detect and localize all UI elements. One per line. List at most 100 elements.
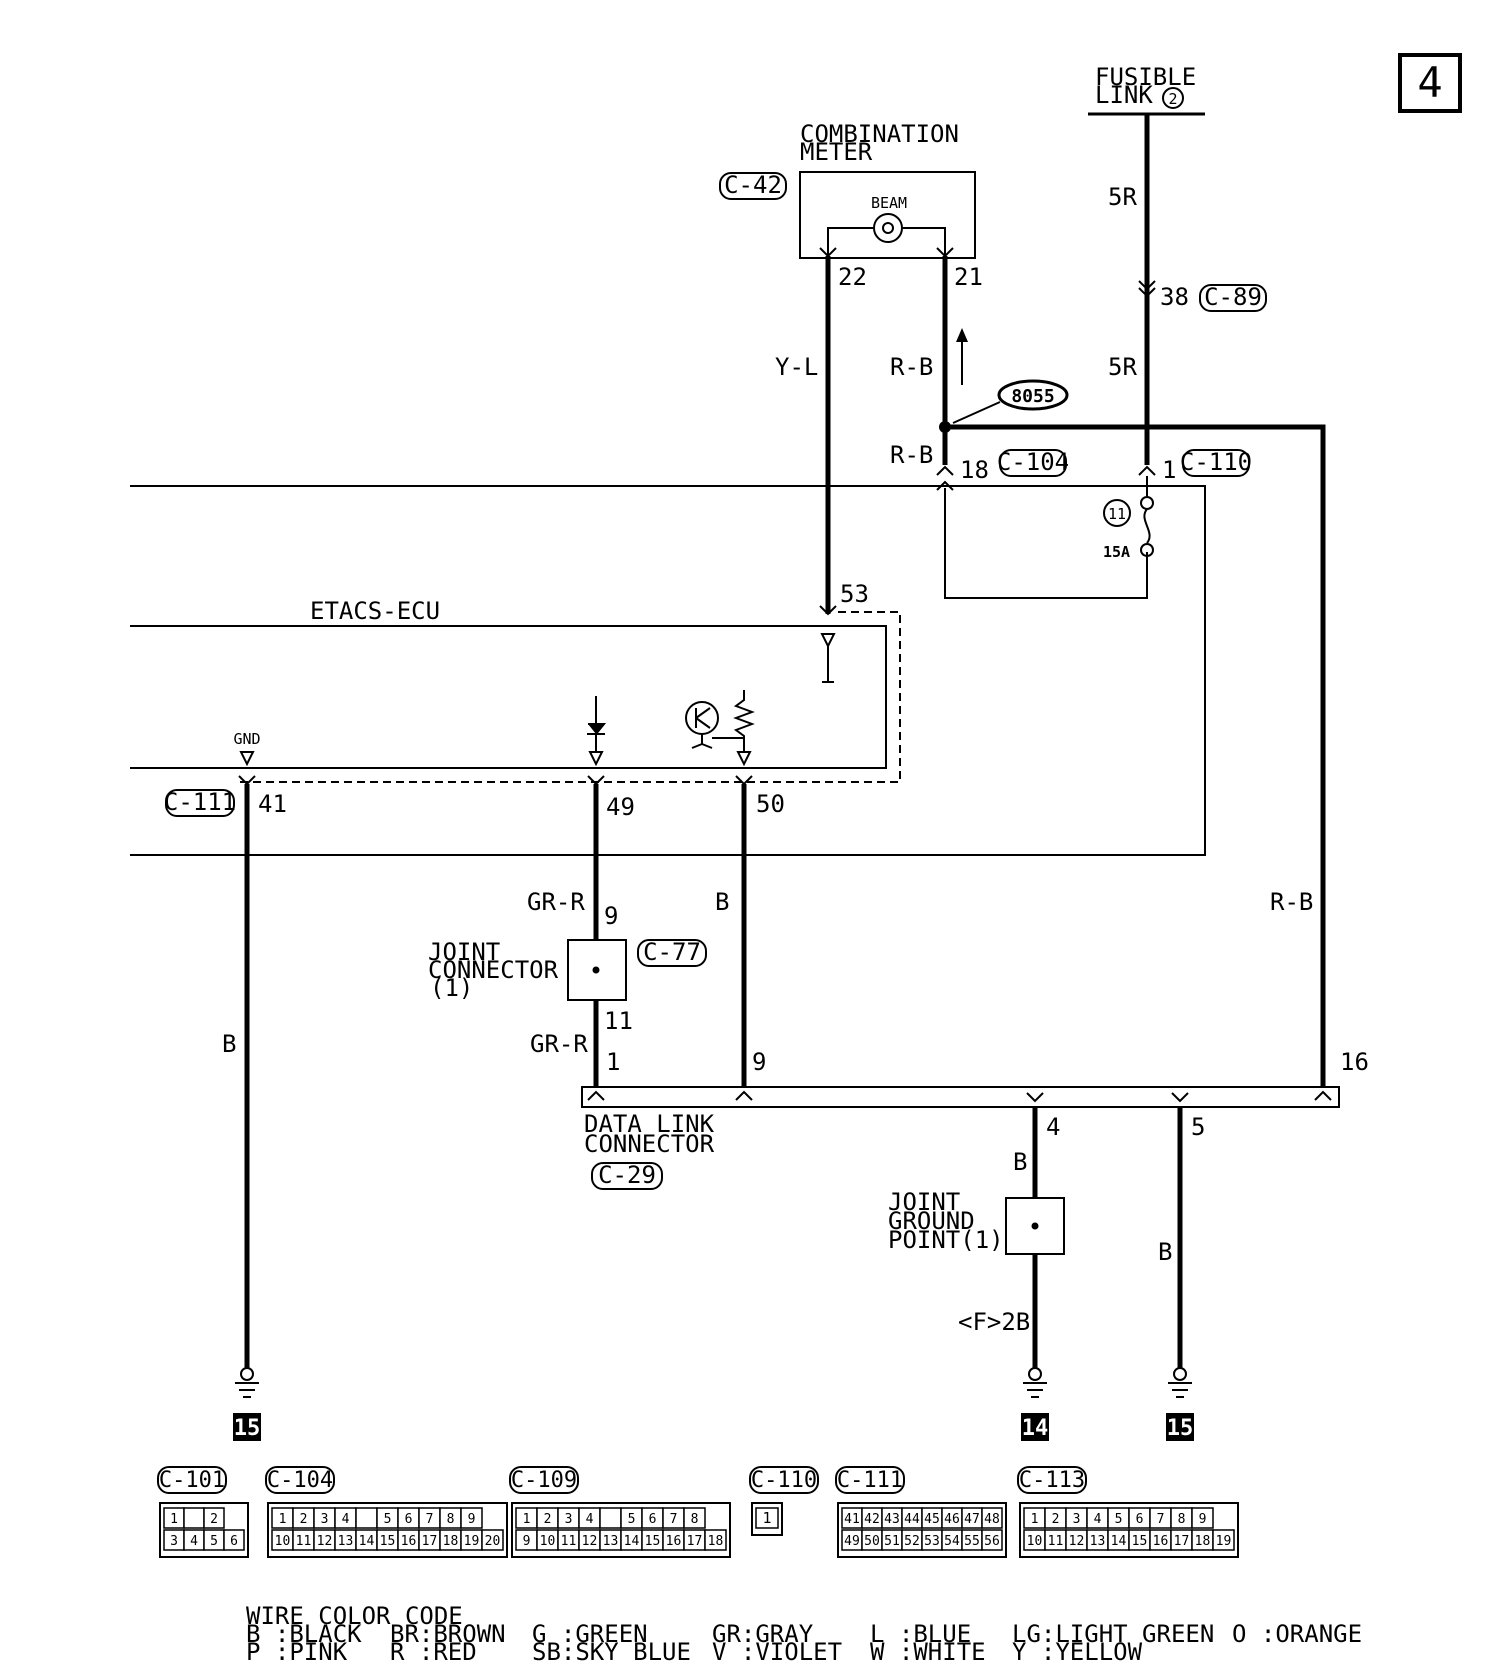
connector-view-pin: 4 xyxy=(342,1512,350,1527)
page-number-box xyxy=(1398,53,1462,113)
current-flow-arrowhead-icon xyxy=(956,328,968,342)
wire-5r-upper-label: 5R xyxy=(1108,183,1137,211)
connector-view-pin: 12 xyxy=(1069,1534,1085,1549)
connector-view-pin: 8 xyxy=(691,1512,699,1527)
connector-view-pin: 2 xyxy=(300,1512,308,1527)
connector-view-pin: 2 xyxy=(544,1512,552,1527)
dlc-pin-16: 16 xyxy=(1340,1048,1369,1076)
splice-8055-leader xyxy=(952,401,1001,424)
wire-5r-lower-label: 5R xyxy=(1108,353,1137,381)
dlc-pin-1: 1 xyxy=(606,1048,620,1076)
c42-pin-22: 22 xyxy=(838,263,867,291)
beam-indicator-wiring xyxy=(827,227,946,255)
legend-entry: BR:BROWN xyxy=(390,1620,506,1648)
connector-view-pin: 8 xyxy=(447,1512,455,1527)
connector-view-pin: 7 xyxy=(1157,1512,1165,1527)
connector-view-pin: 12 xyxy=(582,1534,598,1549)
etacs-pin-49: 49 xyxy=(606,793,635,821)
connector-view-pin: 52 xyxy=(904,1534,920,1549)
connector-view-tag: C-101 xyxy=(159,1468,225,1493)
c89-connector-symbol xyxy=(1138,280,1156,298)
connector-view-pin: 3 xyxy=(321,1512,329,1527)
c104-pin-symbol xyxy=(936,465,954,491)
connector-view-pin: 8 xyxy=(1178,1512,1186,1527)
wire-rb-dlc16 xyxy=(945,424,1326,1087)
connector-view-tag: C-110 xyxy=(751,1468,817,1493)
wire-b-dlc4-label: B xyxy=(1013,1148,1027,1176)
connector-view-pin: 7 xyxy=(670,1512,678,1527)
connector-view-pin: 11 xyxy=(296,1534,312,1549)
connector-view-pin: 55 xyxy=(964,1534,980,1549)
connector-view-pin: 1 xyxy=(762,1509,771,1527)
legend-entry: B :BLACK xyxy=(246,1620,362,1648)
connector-view-pin: 13 xyxy=(338,1534,354,1549)
dlc-pin-9: 9 xyxy=(752,1048,766,1076)
combination-meter-box xyxy=(799,171,976,259)
etacs-pin-53-symbol xyxy=(819,605,837,616)
connector-view-pin: 10 xyxy=(1027,1534,1043,1549)
joint-ground-label-1: JOINT xyxy=(888,1188,960,1216)
fuse-number: 11 xyxy=(1108,505,1126,523)
c42-tag-box xyxy=(719,172,787,200)
etacs-pin-53: 53 xyxy=(840,580,869,608)
connector-view-pin: 17 xyxy=(1174,1534,1190,1549)
c42-pin-symbols xyxy=(819,247,954,258)
legend-entry: P :PINK xyxy=(246,1638,348,1666)
legend-entry: O :ORANGE xyxy=(1232,1620,1362,1648)
connector-view-pin: 17 xyxy=(422,1534,438,1549)
connector-view-tag: C-113 xyxy=(1019,1468,1085,1493)
diode-icon xyxy=(588,723,607,735)
c42-tag: C-42 xyxy=(724,171,782,199)
joint-connector-dot xyxy=(592,966,600,974)
connector-view-pin: 54 xyxy=(944,1534,960,1549)
fusible-link-label-2: LINK xyxy=(1095,81,1153,109)
connector-view-pin: 3 xyxy=(170,1534,178,1549)
connector-view-pin: 14 xyxy=(624,1534,640,1549)
fuse-number-circle xyxy=(1103,499,1131,527)
connector-view-pin: 5 xyxy=(1115,1512,1123,1527)
connector-view-pin: 44 xyxy=(904,1512,920,1527)
connector-view-pin: 6 xyxy=(649,1512,657,1527)
splice-8055-tag-box xyxy=(997,379,1069,411)
dlc-pin-4: 4 xyxy=(1046,1113,1060,1141)
connector-view-pin: 1 xyxy=(170,1512,178,1527)
wire-rb-right-label: R-B xyxy=(1270,888,1313,916)
connector-view-pin: 5 xyxy=(628,1512,636,1527)
ground-symbol-icon xyxy=(235,1367,259,1398)
fusible-link-number-circle xyxy=(1162,87,1184,109)
dlc-pin-symbols-bottom xyxy=(1026,1092,1189,1103)
ground-symbol-icon xyxy=(1168,1367,1192,1398)
connector-view-pin: 14 xyxy=(359,1534,375,1549)
resistor-icon xyxy=(733,690,755,752)
beam-indicator-filament xyxy=(882,222,894,234)
connector-view-pin: 19 xyxy=(464,1534,480,1549)
c111-tag-box xyxy=(165,789,235,817)
c89-tag: C-89 xyxy=(1204,283,1262,311)
wire-b-dlc5-label: B xyxy=(1158,1238,1172,1266)
c29-tag-box xyxy=(591,1162,663,1190)
connector-view-pin: 6 xyxy=(1136,1512,1144,1527)
c29-tag: C-29 xyxy=(598,1161,656,1189)
splice-8055-tag: 8055 xyxy=(1011,386,1054,407)
connector-view-pin: 4 xyxy=(586,1512,594,1527)
wire-b-50-label: B xyxy=(715,888,729,916)
connector-view-pin: 13 xyxy=(603,1534,619,1549)
connector-view-tag: C-104 xyxy=(267,1468,333,1493)
legend-entry: L :BLUE xyxy=(870,1620,971,1648)
ground-point-number: 15 xyxy=(234,1416,261,1441)
connector-view-pin: 2 xyxy=(210,1512,218,1527)
connector-view-pin: 19 xyxy=(1216,1534,1232,1549)
etacs-pin-50: 50 xyxy=(756,790,785,818)
wire-yl-label: Y-L xyxy=(775,353,818,381)
connector-view-tag: C-109 xyxy=(511,1468,577,1493)
connector-view-pin: 10 xyxy=(540,1534,556,1549)
fuse-circuit xyxy=(944,488,1148,599)
connector-view-pin: 4 xyxy=(190,1534,198,1549)
ground-symbol-icon xyxy=(1023,1367,1047,1398)
combination-meter-label-1: COMBINATION xyxy=(800,120,959,148)
connector-view-pin: 4 xyxy=(1094,1512,1102,1527)
etacs-input-53-icon xyxy=(820,633,836,683)
